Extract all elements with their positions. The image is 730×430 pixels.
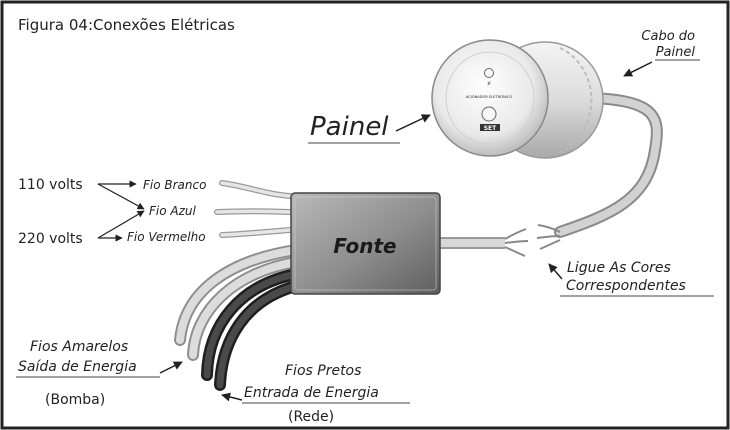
panel-device: ⚡ ACIONADOR ELETRÔNICO SET	[431, 39, 604, 159]
black-wire-1-inner	[203, 270, 300, 379]
black-wires-note: (Rede)	[288, 409, 334, 425]
yellow-wire-2-inner	[189, 258, 300, 359]
connect-colors-label: Ligue As Cores	[567, 260, 671, 276]
panel-led-icon	[484, 68, 494, 78]
figure-title: Figura 04:Conexões Elétricas	[18, 16, 235, 34]
wire-white-label: Fio Branco	[143, 178, 206, 192]
power-source-body	[290, 192, 441, 295]
panel-button-icon	[481, 106, 497, 122]
wire-blue-label: Fio Azul	[149, 204, 197, 218]
yellow-wire-1-inner	[176, 246, 300, 344]
box-cable-strands	[504, 228, 529, 257]
panel-cable-inner	[556, 94, 661, 236]
panel-ridge	[559, 47, 593, 153]
power-source-edge	[294, 196, 437, 291]
panel-brand: SET	[484, 125, 497, 132]
yellow-label-arrow	[159, 361, 183, 374]
panel-face	[431, 39, 549, 157]
panel-label: Painel	[310, 112, 389, 142]
black-wire-2-inner	[216, 282, 300, 389]
wire-blue-inner	[215, 209, 292, 214]
wire-white-inner	[220, 181, 292, 198]
connect-colors-label-2: Correspondentes	[566, 278, 686, 294]
panel-label-arrow	[395, 114, 431, 132]
black-wires-purpose: Entrada de Energia	[244, 385, 379, 401]
panel-face-ring	[445, 51, 535, 145]
yellow-wires-purpose: Saída de Energia	[18, 359, 137, 375]
power-source-box: Fonte	[290, 192, 441, 295]
yellow-wires-note: (Bomba)	[45, 392, 105, 408]
black-label-arrow	[221, 392, 243, 402]
black-wires-label: Fios Pretos	[285, 363, 361, 379]
yellow-wires-label: Fios Amarelos	[30, 339, 128, 355]
panel-device-text: ACIONADOR ELETRÔNICO	[466, 94, 512, 99]
panel-cable-label-line2: Painel	[656, 45, 696, 60]
power-source-label: Fonte	[333, 234, 396, 258]
volts-220-label: 220 volts	[18, 231, 83, 247]
panel-cable-arrow	[623, 61, 653, 77]
voltage-connector-arrows	[97, 180, 145, 242]
panel-cable-strands	[536, 224, 561, 250]
wire-red-inner	[220, 228, 292, 237]
volts-110-label: 110 volts	[18, 177, 83, 193]
panel-cable-label-line1: Cabo do	[641, 29, 695, 44]
wire-red-label: Fio Vermelho	[127, 230, 206, 244]
panel-brand-badge	[480, 124, 500, 131]
connect-label-arrow	[548, 263, 563, 280]
panel-bolt-icon: ⚡	[487, 80, 492, 88]
